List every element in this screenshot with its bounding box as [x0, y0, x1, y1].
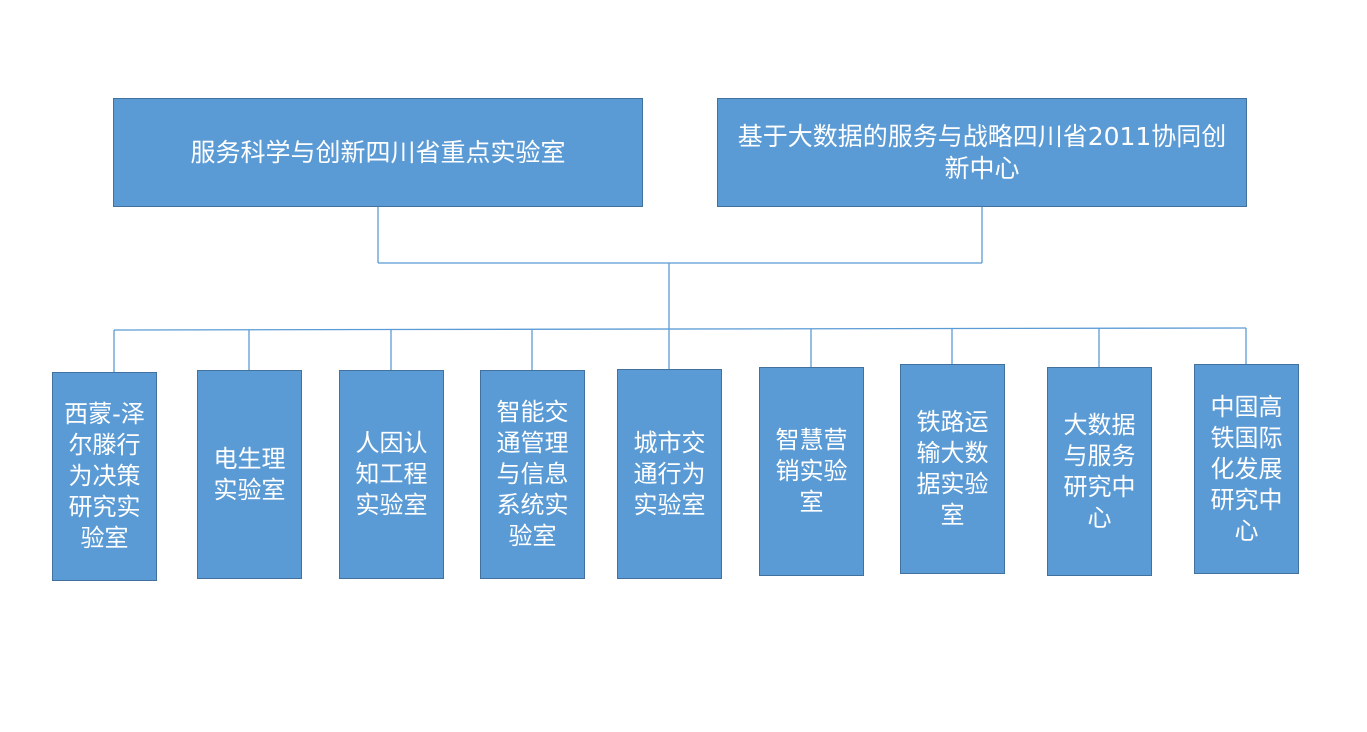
sub-unit-label: 大数据与服务研究中心: [1063, 410, 1136, 532]
sub-unit-label: 城市交通行为实验室: [633, 428, 706, 519]
sub-unit-label: 人因认知工程实验室: [355, 429, 428, 519]
sub-unit-label: 铁路运输大数据实验室: [916, 408, 989, 529]
top-unit-label: 基于大数据的服务与战略四川省2011协同创新中心: [737, 121, 1227, 183]
sub-unit-label: 电生理实验室: [213, 444, 286, 504]
sub-unit-label: 智能交通管理与信息系统实验室: [496, 398, 569, 550]
top-unit-box: 服务科学与创新四川省重点实验室: [113, 98, 643, 207]
sub-unit-box: 人因认知工程实验室: [339, 370, 444, 579]
sub-unit-box: 智慧营销实验室: [759, 367, 864, 576]
sub-unit-box: 中国高铁国际化发展研究中心: [1194, 364, 1299, 574]
sub-unit-label: 西蒙-泽尔滕行为决策研究实验室: [64, 400, 145, 552]
top-unit-label: 服务科学与创新四川省重点实验室: [190, 137, 566, 167]
connector-bottom-bus: [113, 327, 1247, 331]
sub-unit-label: 中国高铁国际化发展研究中心: [1210, 392, 1283, 545]
sub-unit-box: 电生理实验室: [197, 370, 302, 579]
sub-unit-box: 西蒙-泽尔滕行为决策研究实验室: [52, 372, 157, 581]
sub-unit-box: 智能交通管理与信息系统实验室: [480, 370, 585, 579]
top-unit-box: 基于大数据的服务与战略四川省2011协同创新中心: [717, 98, 1247, 207]
sub-unit-box: 大数据与服务研究中心: [1047, 367, 1152, 576]
sub-unit-box: 铁路运输大数据实验室: [900, 364, 1005, 574]
sub-unit-box: 城市交通行为实验室: [617, 369, 722, 579]
sub-unit-label: 智慧营销实验室: [775, 426, 848, 516]
